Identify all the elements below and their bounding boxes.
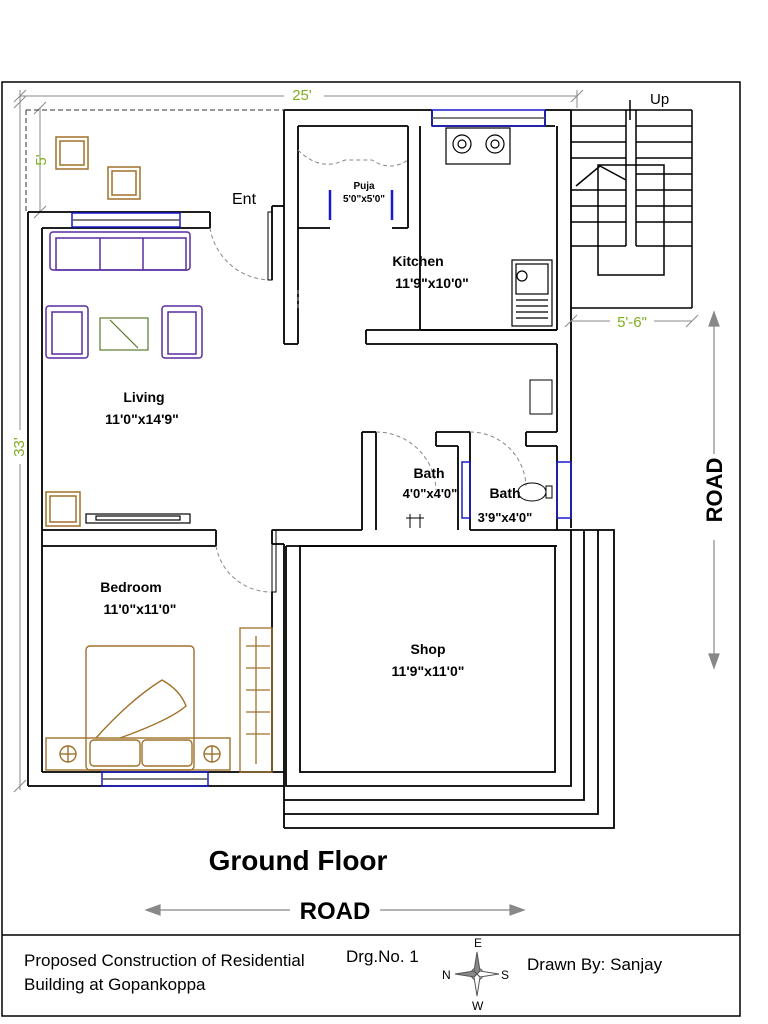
- planter: [55, 136, 141, 200]
- compass-s: S: [501, 968, 509, 982]
- depth-dimension: [13, 95, 27, 793]
- staircase: [571, 100, 693, 309]
- shop-size: 11'9"x11'0": [392, 663, 465, 679]
- shop-name: Shop: [411, 641, 446, 657]
- bath2-size: 3'9"x4'0": [478, 510, 533, 525]
- compass-e: E: [474, 936, 482, 950]
- setback-dimension-label: 5': [33, 154, 50, 165]
- kitchen-sink: [511, 259, 553, 327]
- bath1-size: 4'0"x4'0": [403, 486, 458, 501]
- puja-size: 5'0"x5'0": [343, 194, 385, 205]
- compass-w: W: [472, 999, 484, 1013]
- project-title-line1: Proposed Construction of Residential: [24, 951, 305, 970]
- shop-steps: [284, 529, 615, 829]
- sofa: [49, 231, 191, 271]
- drawing-number: Drg.No. 1: [346, 947, 419, 966]
- setback-dimension: [25, 101, 288, 219]
- road-arrow-bottom: [144, 904, 526, 916]
- windows: [71, 109, 572, 787]
- living-name: Living: [123, 389, 164, 405]
- entrance-label: Ent: [232, 191, 257, 208]
- drawn-by: Drawn By: Sanjay: [527, 955, 663, 974]
- road-label-right: ROAD: [702, 458, 727, 523]
- doors: [209, 149, 527, 593]
- puja-name: Puja: [353, 181, 375, 192]
- bath-tap: [406, 514, 424, 528]
- project-title-line2: Building at Gopankoppa: [24, 975, 206, 994]
- wash-basin: [529, 379, 553, 415]
- kitchen-stove: [445, 127, 511, 165]
- kitchen-name: Kitchen: [392, 253, 443, 269]
- kitchen-size: 11'9"x10'0": [395, 275, 469, 291]
- road-label-bottom: ROAD: [300, 898, 371, 925]
- planter: [45, 491, 81, 527]
- compass-icon: [454, 951, 500, 997]
- stairs-up-label: Up: [650, 91, 669, 108]
- bedroom-size: 11'0"x11'0": [104, 601, 177, 617]
- width-dimension-label: 25': [292, 87, 312, 104]
- toilet: [517, 482, 553, 502]
- depth-dimension-label: 33': [11, 437, 28, 457]
- wardrobe: [239, 627, 273, 773]
- bed: [45, 645, 231, 771]
- tv-unit: [85, 513, 191, 524]
- living-size: 11'0"x14'9": [105, 411, 179, 427]
- bedroom-name: Bedroom: [100, 579, 161, 595]
- coffee-table: [99, 317, 149, 351]
- compass-n: N: [442, 968, 451, 982]
- bath1-name: Bath: [413, 465, 444, 481]
- stair-width-label: 5'-6": [617, 314, 647, 331]
- floor-title: Ground Floor: [209, 845, 388, 876]
- road-arrow-right: [708, 310, 720, 670]
- sheet-border: [1, 81, 741, 1017]
- armchair: [45, 305, 203, 359]
- bath2-name: Bath: [489, 485, 520, 501]
